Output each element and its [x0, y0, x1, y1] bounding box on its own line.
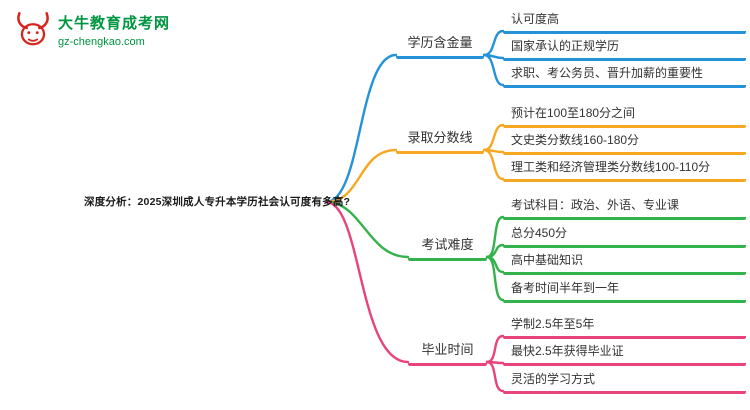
branch-admission-cutoff: 录取分数线: [396, 127, 484, 154]
leaf-node: 国家承认的正规学历: [503, 37, 746, 61]
leaf-node: 学制2.5年至5年: [503, 315, 746, 339]
leaf-node: 文史类分数线160-180分: [503, 131, 746, 155]
leaf-node: 高中基础知识: [503, 251, 746, 275]
branch-exam-difficulty: 考试难度: [408, 234, 487, 261]
branch-graduation-time: 毕业时间: [408, 339, 487, 366]
leaf-node: 求职、考公务员、晋升加薪的重要性: [503, 64, 746, 88]
leaf-node: 总分450分: [503, 224, 746, 248]
leaf-node: 理工类和经济管理类分数线100-110分: [503, 158, 746, 182]
bull-logo-icon: [17, 11, 49, 46]
leaf-node: 灵活的学习方式: [503, 370, 746, 394]
branch-credential-value: 学历含金量: [396, 32, 484, 59]
leaf-node: 备考时间半年到一年: [503, 279, 746, 303]
leaf-node: 考试科目：政治、外语、专业课: [503, 196, 746, 220]
leaf-node: 最快2.5年获得毕业证: [503, 342, 746, 366]
site-logo: 大牛教育成考网 gz-chengkao.com: [12, 8, 170, 50]
leaf-node: 预计在100至180分之间: [503, 104, 746, 128]
site-url: gz-chengkao.com: [58, 36, 145, 48]
central-topic: 深度分析：2025深圳成人专升本学历社会认可度有多高?: [84, 196, 351, 208]
leaf-node: 认可度高: [503, 10, 746, 34]
site-name: 大牛教育成考网: [58, 15, 171, 32]
